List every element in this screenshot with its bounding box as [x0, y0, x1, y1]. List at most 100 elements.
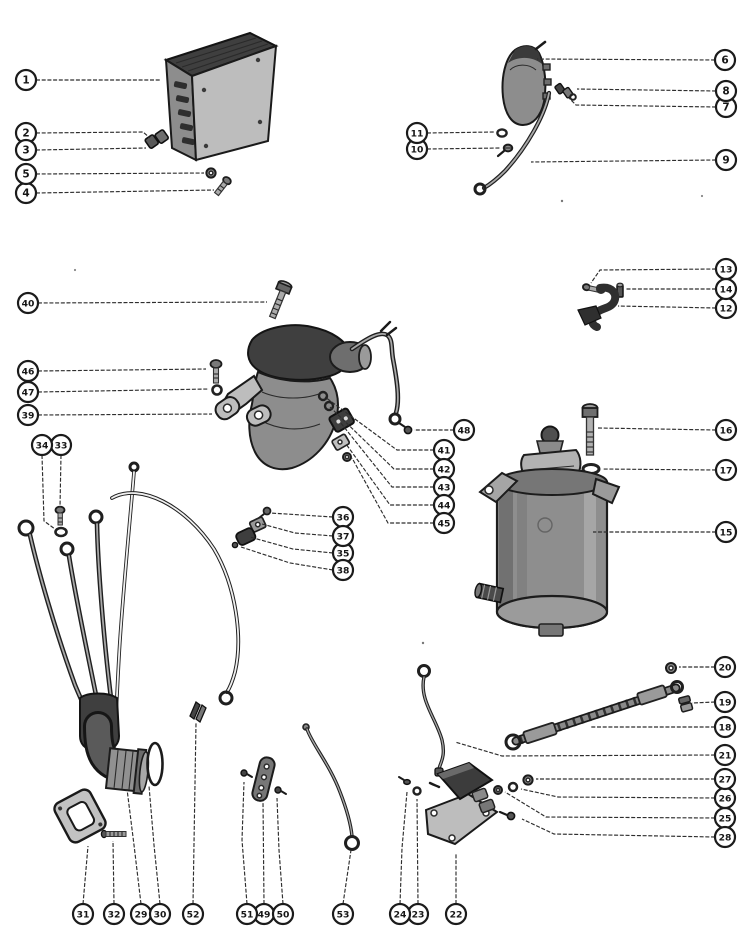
- scan-speck: [73, 268, 77, 272]
- callout-circle-32: [102, 902, 126, 926]
- callout-5: 5: [14, 162, 205, 186]
- pin: [231, 541, 239, 549]
- callout-21: 21: [454, 741, 737, 767]
- callout-44: 44: [345, 443, 456, 517]
- leader-line-38: [240, 546, 334, 571]
- callout-circle-21: [713, 743, 737, 767]
- callout-number-40: 40: [22, 299, 35, 310]
- callout-number-7: 7: [722, 102, 729, 114]
- callout-circle-48: [452, 418, 476, 442]
- screw: [498, 810, 516, 821]
- callout-number-27: 27: [719, 775, 732, 786]
- screw: [398, 422, 413, 435]
- callout-number-49: 49: [258, 910, 271, 921]
- callout-number-39: 39: [22, 411, 35, 422]
- ground-strap-assembly: [577, 282, 624, 331]
- callout-10: 10: [405, 137, 501, 161]
- callout-19: 19: [691, 690, 737, 714]
- callout-circle-31: [71, 902, 95, 926]
- leader-line-29: [126, 788, 142, 905]
- starter-motor-assembly: [474, 403, 621, 637]
- callout-number-18: 18: [719, 723, 732, 734]
- washer: [569, 93, 577, 101]
- leader-line-42: [329, 406, 434, 470]
- callout-circle-19: [713, 690, 737, 714]
- scan-speck: [700, 194, 704, 198]
- callout-17: 17: [601, 458, 738, 482]
- callout-number-30: 30: [154, 910, 167, 921]
- lockwasher: [211, 384, 223, 396]
- callout-number-42: 42: [438, 465, 451, 476]
- screw: [100, 829, 127, 839]
- bracket-foot: [245, 404, 272, 427]
- callout-number-47: 47: [22, 388, 35, 399]
- callout-circle-9: [714, 148, 738, 172]
- callout-number-43: 43: [438, 483, 451, 494]
- callout-13: 13: [590, 257, 738, 284]
- callout-circle-40: [16, 291, 40, 315]
- callout-number-1: 1: [22, 75, 29, 87]
- callout-number-25: 25: [719, 814, 732, 825]
- callout-number-16: 16: [720, 426, 733, 437]
- callout-circle-34: [30, 433, 54, 457]
- callout-11: 11: [405, 121, 495, 145]
- callout-39: 39: [16, 403, 213, 427]
- ring-terminal: [388, 412, 402, 426]
- callout-circle-39: [16, 403, 40, 427]
- callout-51: 51: [235, 781, 259, 926]
- leader-line-13: [590, 268, 717, 284]
- callout-number-28: 28: [719, 833, 732, 844]
- leader-line-6: [536, 58, 716, 61]
- callout-number-33: 33: [55, 441, 68, 452]
- wiring-harness-assembly: [17, 461, 360, 851]
- bolt: [268, 280, 293, 320]
- callout-circle-45: [432, 511, 456, 535]
- ground-wire: [473, 90, 552, 196]
- callout-50: 50: [271, 797, 295, 926]
- bracket-foot: [214, 396, 241, 421]
- callout-22: 22: [444, 853, 468, 926]
- callout-number-50: 50: [277, 910, 290, 921]
- leader-line-26: [520, 788, 716, 799]
- callout-9: 9: [530, 148, 738, 172]
- callout-number-26: 26: [719, 794, 732, 805]
- callout-circle-53: [331, 902, 355, 926]
- callout-number-52: 52: [187, 910, 200, 921]
- callout-circle-27: [713, 767, 737, 791]
- callout-number-48: 48: [458, 426, 471, 437]
- leader-line-44: [345, 443, 434, 506]
- callout-circle-51: [235, 902, 259, 926]
- leader-line-50: [276, 797, 284, 905]
- callout-circle-28: [713, 825, 737, 849]
- leader-line-36: [269, 512, 334, 518]
- leader-line-43: [339, 421, 434, 488]
- leader-line-25: [504, 791, 716, 819]
- callout-41: 41: [324, 396, 456, 462]
- callout-circle-20: [713, 655, 737, 679]
- callout-52: 52: [181, 722, 205, 926]
- switch-box-assembly: [144, 31, 279, 197]
- leader-line-39: [37, 413, 213, 416]
- cable-lug: [522, 721, 558, 745]
- callout-number-2: 2: [22, 128, 29, 140]
- callout-number-34: 34: [36, 441, 49, 452]
- callout-26: 26: [520, 786, 737, 810]
- clip: [331, 433, 351, 451]
- callout-number-31: 31: [77, 910, 90, 921]
- gasket: [53, 788, 107, 844]
- battery-cable-assembly: [504, 662, 694, 751]
- leader-line-32: [112, 840, 115, 905]
- washer: [54, 526, 68, 538]
- callout-12: 12: [617, 296, 738, 320]
- callout-number-36: 36: [337, 513, 350, 524]
- callout-number-15: 15: [720, 528, 733, 539]
- ring-terminal: [670, 680, 684, 694]
- terminal-strip: [251, 756, 276, 802]
- callout-32: 32: [102, 840, 126, 926]
- leader-line-4: [35, 189, 215, 194]
- leader-line-24: [399, 791, 408, 905]
- washer: [323, 400, 335, 412]
- nut: [493, 785, 503, 795]
